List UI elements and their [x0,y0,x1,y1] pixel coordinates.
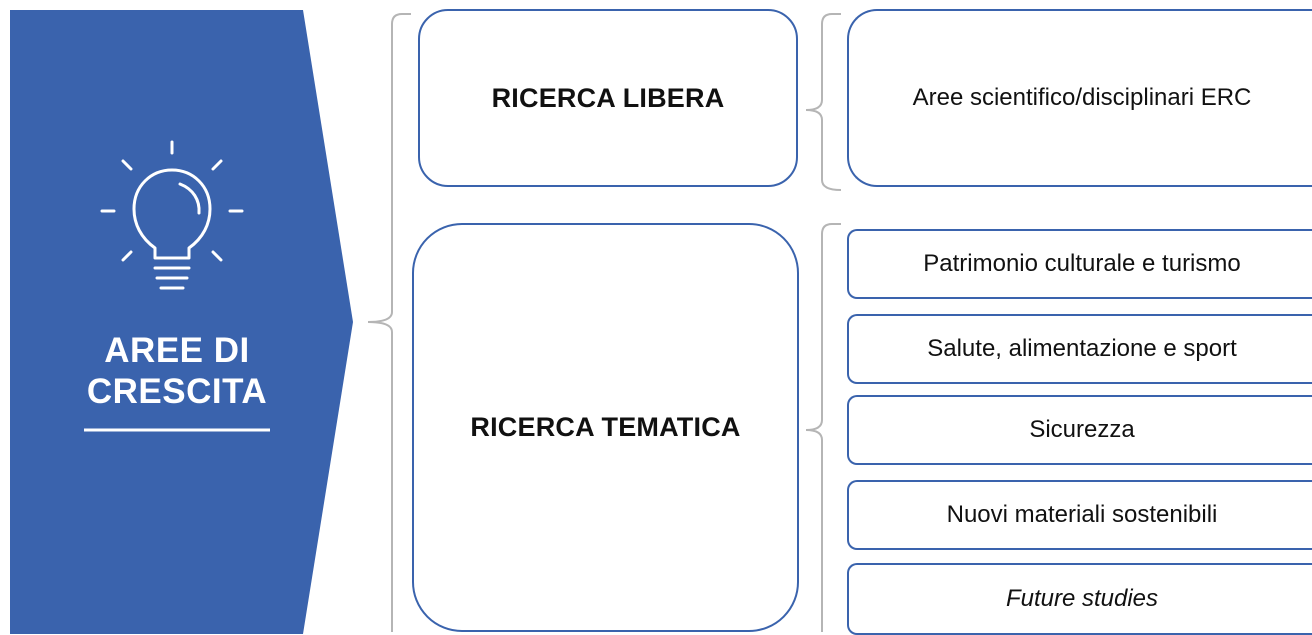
tematica-item: Patrimonio culturale e turismo [847,229,1312,299]
ricerca-libera-label: RICERCA LIBERA [491,82,725,113]
libera-bracket [805,13,842,191]
tematica-item-label: Sicurezza [1029,416,1135,443]
libera-item-label: Aree scientifico/disciplinari ERC [912,84,1252,111]
tematica-item: Salute, alimentazione e sport [847,314,1312,384]
tematica-bracket [805,223,841,632]
tematica-item-label: Patrimonio culturale e turismo [923,250,1241,277]
tematica-item-label: Salute, alimentazione e sport [927,335,1237,362]
main-bracket [367,13,411,632]
tematica-item: Nuovi materiali sostenibili [847,480,1312,550]
libera-item: Aree scientifico/disciplinari ERC [847,9,1312,187]
tematica-item-label: Nuovi materiali sostenibili [946,501,1218,528]
ricerca-tematica-box: RICERCA TEMATICA [412,223,799,632]
tematica-item: Future studies [847,563,1312,635]
tematica-item-label: Future studies [1005,585,1159,612]
banner-shape [10,10,353,634]
tematica-item: Sicurezza [847,395,1312,465]
ricerca-libera-box: RICERCA LIBERA [418,9,798,187]
banner-title-line1: AREE DI [104,331,250,370]
banner-title-line2: CRESCITA [86,372,268,411]
lightbulb-icon [100,140,244,290]
banner: AREE DI CRESCITA [0,0,360,634]
ricerca-tematica-label: RICERCA TEMATICA [470,412,741,442]
